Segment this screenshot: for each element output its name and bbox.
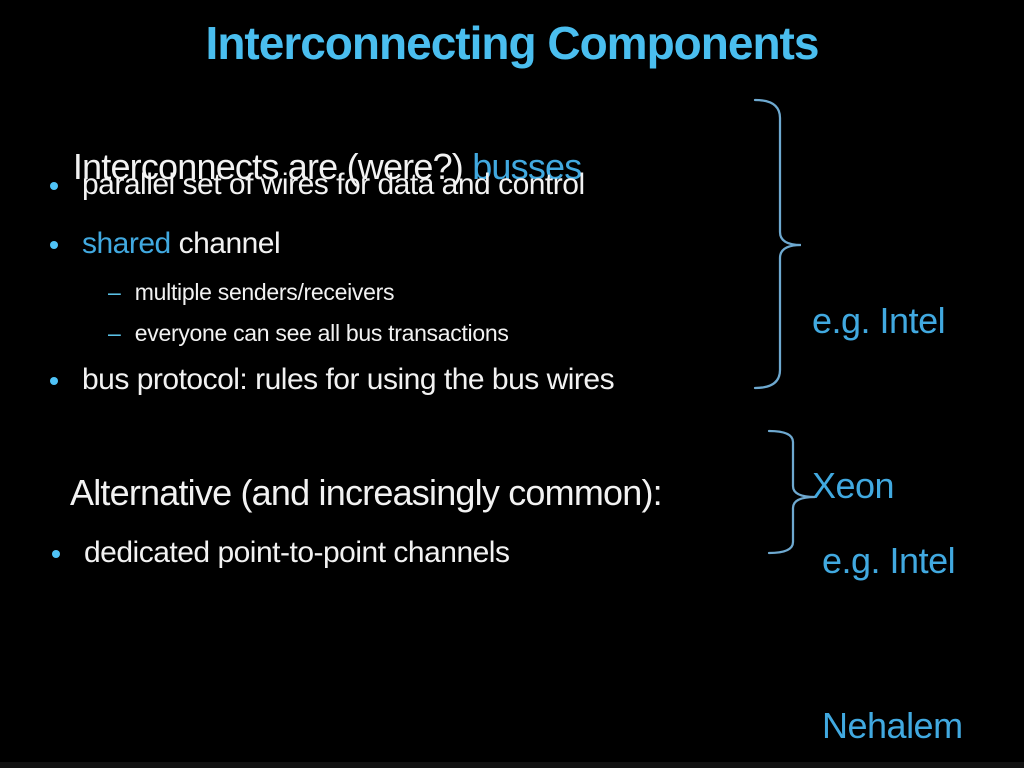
bullet-parallel-text: parallel set of wires for data and contr…: [82, 168, 585, 201]
annotation-xeon-line2: Xeon: [812, 465, 895, 506]
bullet-dot-icon: [50, 241, 58, 249]
intro-heading-text: Interconnects are (were?): [72, 146, 473, 187]
intro-heading-highlight: busses: [472, 146, 582, 187]
curly-brace-path: [753, 98, 802, 390]
curly-brace-path: [767, 429, 816, 555]
bullet-dot-icon: [50, 377, 58, 385]
bullet-dedicated: dedicated point-to-point channels: [52, 536, 510, 570]
bullet-protocol: bus protocol: rules for using the bus wi…: [50, 363, 615, 397]
subbullet-multiple: – multiple senders/receivers: [108, 279, 394, 306]
alternative-heading: Alternative (and increasingly common):: [70, 472, 663, 513]
slide-title: Interconnecting Components: [205, 17, 820, 69]
bullet-protocol-text: bus protocol: rules for using the bus wi…: [82, 363, 615, 396]
bullet-dot-icon: [50, 182, 58, 190]
dash-bullet-icon: –: [108, 320, 121, 346]
annotation-nehalem-line1: e.g. Intel: [822, 540, 956, 581]
bullet-parallel: parallel set of wires for data and contr…: [50, 168, 585, 202]
annotation-xeon-line1: e.g. Intel: [812, 300, 946, 341]
bullet-shared-text: channel: [170, 227, 281, 260]
intro-heading: Interconnects are (were?) busses: [36, 104, 582, 230]
dash-bullet-icon: –: [108, 279, 121, 305]
subbullet-everyone-text: everyone can see all bus transactions: [134, 320, 509, 346]
curly-brace-xeon: [753, 98, 802, 390]
bullet-dedicated-text: dedicated point-to-point channels: [84, 536, 510, 569]
annotation-xeon: e.g. Intel Xeon: [812, 183, 946, 623]
annotation-nehalem: e.g. Intel Nehalem: [822, 423, 963, 768]
bullet-dot-icon: [52, 550, 60, 558]
subbullet-everyone: – everyone can see all bus transactions: [108, 320, 509, 347]
bullet-shared-highlight: shared: [82, 227, 171, 260]
curly-brace-nehalem: [767, 429, 816, 555]
bullet-shared: shared channel: [50, 227, 281, 261]
subbullet-multiple-text: multiple senders/receivers: [134, 279, 395, 305]
bottom-edge-strip: [0, 762, 1024, 768]
annotation-nehalem-line2: Nehalem: [822, 705, 963, 746]
